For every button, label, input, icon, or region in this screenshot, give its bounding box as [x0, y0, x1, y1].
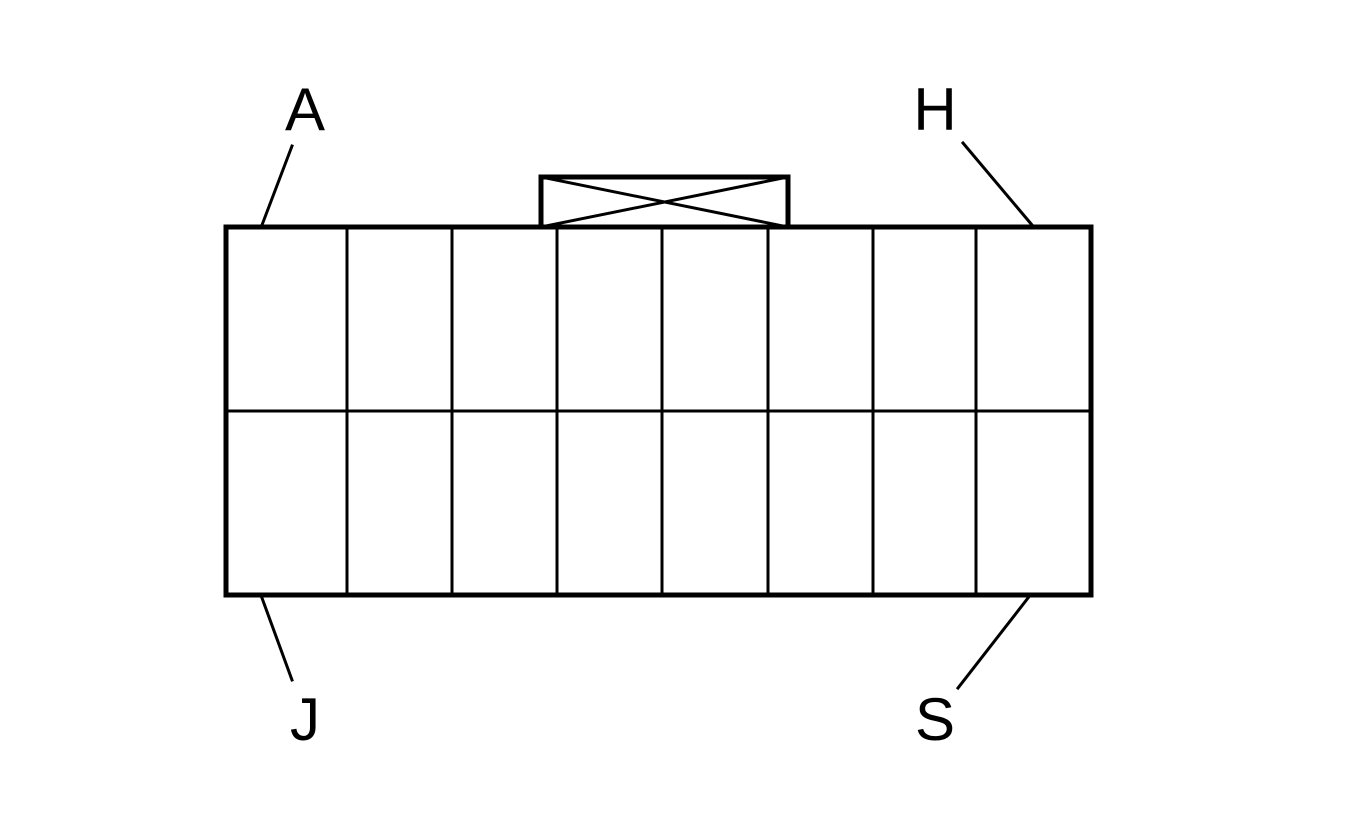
- leader-line-s: [955, 595, 1031, 691]
- label-top-left: A: [285, 76, 325, 143]
- locking-tab: [538, 174, 791, 230]
- label-bottom-left: J: [290, 686, 320, 753]
- label-bottom-right: S: [915, 686, 955, 753]
- leader-line-h: [960, 140, 1035, 228]
- column-dividers: [345, 225, 978, 597]
- label-top-right: H: [913, 76, 956, 143]
- leader-line-j: [260, 596, 294, 682]
- leader-line-a: [260, 144, 294, 227]
- locking-tab-cross-2: [539, 175, 790, 229]
